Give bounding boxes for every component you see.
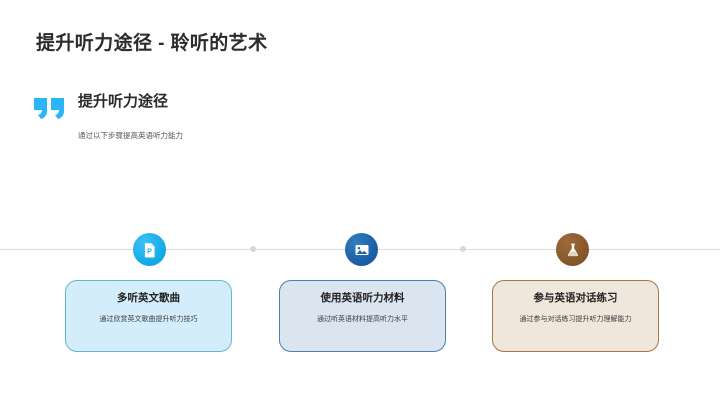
step-card-title: 参与英语对话练习 bbox=[533, 292, 618, 304]
timeline-connector-dot bbox=[460, 246, 466, 252]
step-card-description: 通过参与对话练习提升听力理解能力 bbox=[519, 316, 632, 323]
step-card-1[interactable]: 多听英文歌曲 通过欣赏英文歌曲提升听力技巧 bbox=[65, 280, 232, 352]
timeline-node-image[interactable] bbox=[345, 233, 378, 266]
image-picture-icon bbox=[354, 242, 370, 258]
step-card-description: 通过欣赏英文歌曲提升听力技巧 bbox=[99, 316, 198, 323]
flask-beaker-icon bbox=[565, 242, 581, 258]
quote-block: 提升听力途径 通过以下步骤提高英语听力能力 bbox=[34, 92, 364, 142]
timeline-connector-dot bbox=[250, 246, 256, 252]
step-card-description: 通过听英语材料提高听力水平 bbox=[317, 316, 408, 323]
step-card-title: 多听英文歌曲 bbox=[117, 292, 180, 304]
quotation-mark-icon bbox=[34, 94, 68, 120]
svg-text:P: P bbox=[147, 248, 152, 255]
document-file-icon: P bbox=[142, 242, 158, 258]
timeline-node-flask[interactable] bbox=[556, 233, 589, 266]
timeline-node-document[interactable]: P bbox=[133, 233, 166, 266]
step-card-title: 使用英语听力材料 bbox=[320, 292, 405, 304]
page-title: 提升听力途径 - 聆听的艺术 bbox=[36, 33, 268, 54]
quote-row: 提升听力途径 bbox=[34, 92, 364, 120]
quote-subtitle: 通过以下步骤提高英语听力能力 bbox=[78, 131, 183, 140]
step-card-2[interactable]: 使用英语听力材料 通过听英语材料提高听力水平 bbox=[279, 280, 446, 352]
quote-heading: 提升听力途径 bbox=[78, 93, 169, 110]
step-card-3[interactable]: 参与英语对话练习 通过参与对话练习提升听力理解能力 bbox=[492, 280, 659, 352]
